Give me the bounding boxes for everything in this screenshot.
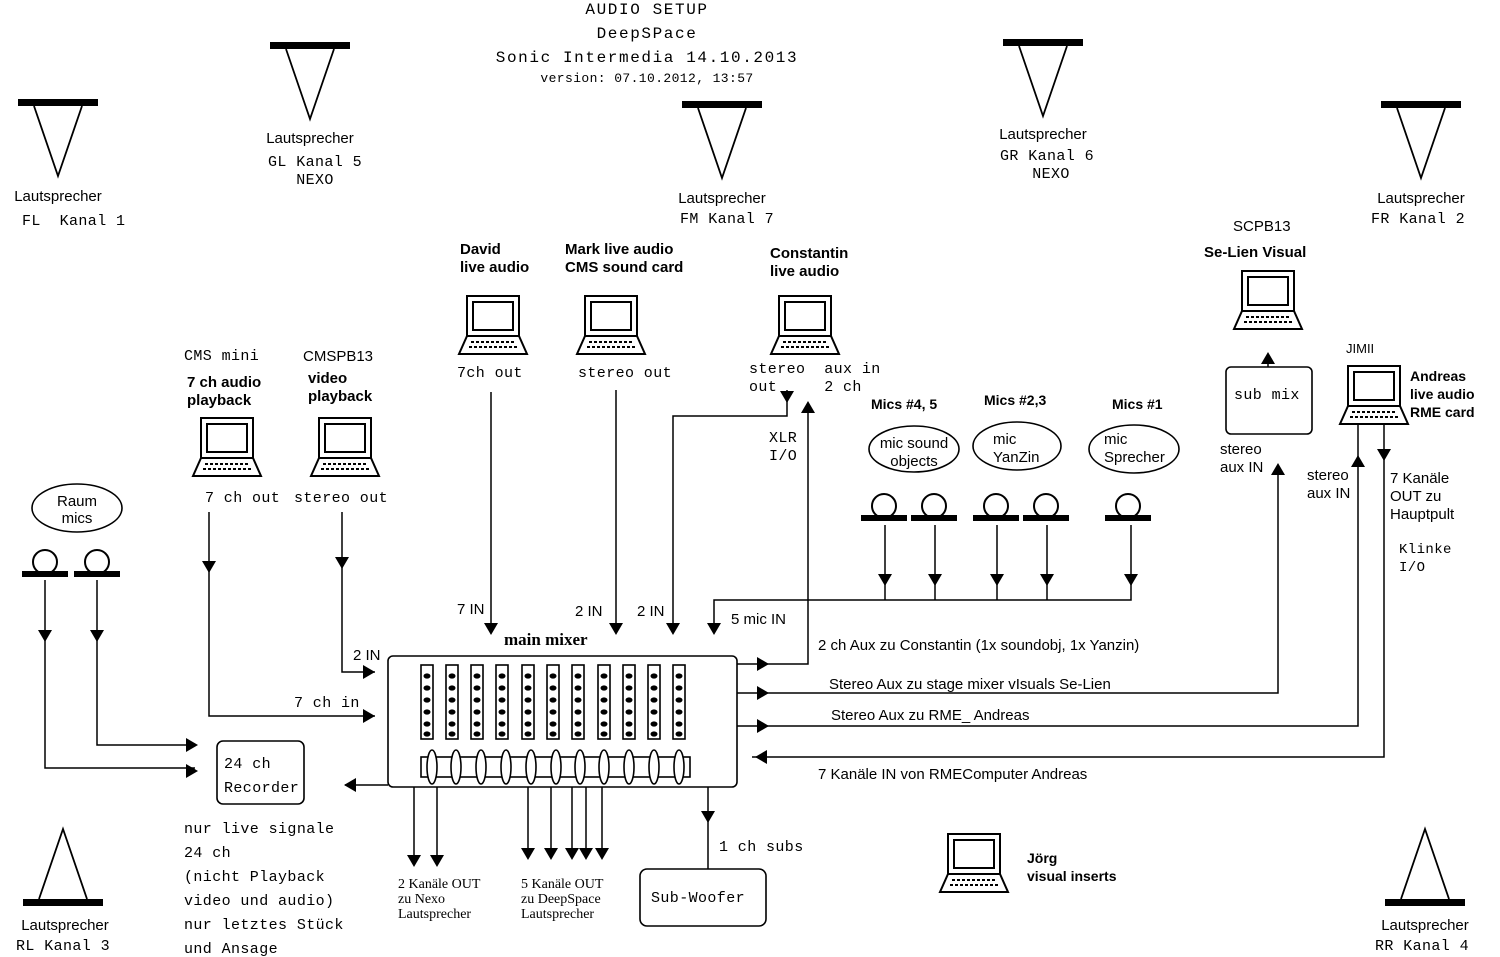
main-mixer-title: main mixer xyxy=(504,630,588,649)
mics-23-title: Mics #2,3 xyxy=(984,392,1047,408)
source-cms-mini-name: 7 ch audio playback xyxy=(187,374,262,409)
raum-mic-2-icon xyxy=(73,549,121,578)
laptop-cmspb13-icon xyxy=(310,417,380,477)
raum-mic-1-icon xyxy=(21,549,69,578)
source-constantin-xlr: XLR I/O xyxy=(769,430,798,465)
speaker-fl-name: Lautsprecher xyxy=(14,188,102,205)
title-line-2: DeepSPace xyxy=(596,25,698,43)
mixer-in-7: 7 IN xyxy=(457,601,485,618)
mixer-in-2-mark: 2 IN xyxy=(575,603,603,620)
mixer-in-2-video: 2 IN xyxy=(353,647,381,664)
laptop-david-icon xyxy=(458,295,528,355)
laptop-constantin-icon xyxy=(770,295,840,355)
speaker-fr-channel: FR Kanal 2 xyxy=(1370,211,1466,228)
mics-23-ellipse xyxy=(972,421,1062,471)
source-constantin-name: Constantin live audio xyxy=(770,245,849,280)
mics-1-ellipse xyxy=(1088,424,1180,474)
speaker-rl-channel: RL Kanal 3 xyxy=(15,938,111,955)
title-line-3: Sonic Intermedia 14.10.2013 xyxy=(495,49,799,67)
source-mark-name: Mark live audio CMS sound card xyxy=(565,241,684,276)
mic-2-icon xyxy=(972,493,1020,522)
speaker-gr-brand: NEXO xyxy=(1032,166,1070,183)
source-jimii-out: 7 Kanäle OUT zu Hauptpult xyxy=(1390,470,1455,523)
speaker-gr-name: Lautsprecher xyxy=(999,126,1087,143)
speaker-fl-channel: FL Kanal 1 xyxy=(22,213,126,230)
mic-1-icon xyxy=(1104,493,1152,522)
recorder-label: 24 ch Recorder xyxy=(224,756,300,797)
recorder-note: nur live signale 24 ch (nicht Playback v… xyxy=(184,821,344,957)
mics-1-desc: mic Sprecher xyxy=(1104,431,1165,466)
source-scpb13-name: Se-Lien Visual xyxy=(1204,244,1307,261)
laptop-joerg-icon xyxy=(939,833,1009,893)
mixer-in-2-constantin: 2 IN xyxy=(637,603,665,620)
subwoofer-label: Sub-Woofer xyxy=(651,890,746,907)
source-cmspb13-name: video playback xyxy=(308,370,373,405)
mixer-in-5-mic: 5 mic IN xyxy=(731,611,787,628)
mixer-out-subs: 1 ch subs xyxy=(719,839,804,856)
source-scpb13-in: stereo aux IN xyxy=(1220,441,1264,476)
source-jimii-in: stereo aux IN xyxy=(1307,467,1351,502)
speaker-rr-channel: RR Kanal 4 xyxy=(1374,938,1470,955)
laptop-jimii-icon xyxy=(1339,365,1409,425)
source-joerg-name: Jörg visual inserts xyxy=(1027,850,1117,884)
mics-45-ellipse xyxy=(868,425,960,473)
speaker-fm-channel: FM Kanal 7 xyxy=(679,211,775,228)
mixer-in-7ch: 7 ch in xyxy=(294,695,360,712)
subwoofer-box xyxy=(639,868,767,927)
source-cmspb13-label: CMSPB13 xyxy=(303,348,374,365)
source-david-out: 7ch out xyxy=(457,365,523,382)
mixer-faders xyxy=(420,664,691,785)
raum-mics-ellipse xyxy=(31,483,123,533)
mixer-out-aux-andreas: Stereo Aux zu RME_ Andreas xyxy=(831,707,1030,724)
speaker-fr-icon xyxy=(1380,100,1462,179)
source-scpb13-label: SCPB13 xyxy=(1233,218,1291,235)
speaker-gl-icon xyxy=(269,41,351,120)
speaker-gl-channel: GL Kanal 5 xyxy=(267,154,363,171)
speaker-fl-icon xyxy=(17,98,99,177)
speaker-rr-icon xyxy=(1384,828,1466,907)
speaker-gr-channel: GR Kanal 6 xyxy=(999,148,1095,165)
laptop-mark-icon xyxy=(576,295,646,355)
laptop-cms-mini-icon xyxy=(192,417,262,477)
speaker-rr-name: Lautsprecher xyxy=(1381,917,1469,934)
mixer-out-deepspace: 5 Kanäle OUT zu DeepSpace Lautsprecher xyxy=(521,877,604,922)
speaker-gl-brand: NEXO xyxy=(296,172,334,189)
source-constantin-out: stereo aux in out 2 ch xyxy=(749,361,881,396)
mic-5-icon xyxy=(910,493,958,522)
speaker-fm-name: Lautsprecher xyxy=(678,190,766,207)
title-version: version: 07.10.2012, 13:57 xyxy=(540,71,754,86)
mics-45-title: Mics #4, 5 xyxy=(871,396,938,412)
mic-4-icon xyxy=(860,493,908,522)
mics-1-title: Mics #1 xyxy=(1112,396,1163,412)
submix-box xyxy=(1225,366,1313,435)
recorder-box xyxy=(216,740,305,805)
source-jimii-name: Andreas live audio RME card xyxy=(1410,368,1475,420)
laptop-scpb13-icon xyxy=(1233,270,1303,330)
source-david-name: David live audio xyxy=(460,241,530,276)
mixer-out-aux-constantin: 2 ch Aux zu Constantin (1x soundobj, 1x … xyxy=(818,637,1140,654)
speaker-rl-icon xyxy=(22,828,104,907)
title-line-1: AUDIO SETUP xyxy=(585,1,709,19)
speaker-fr-name: Lautsprecher xyxy=(1377,190,1465,207)
mixer-out-aux-selien: Stereo Aux zu stage mixer vIsuals Se-Lie… xyxy=(829,676,1111,693)
speaker-fm-icon xyxy=(681,100,763,179)
source-jimii-label: JIMII xyxy=(1346,341,1375,356)
mic-3-icon xyxy=(1022,493,1070,522)
raum-mics-label: Raum mics xyxy=(56,493,98,527)
source-cmspb13-out: stereo out xyxy=(294,490,389,507)
submix-label: sub mix xyxy=(1234,387,1300,404)
mics-23-desc: mic YanZin xyxy=(993,431,1040,466)
speaker-rl-name: Lautsprecher xyxy=(21,917,109,934)
mixer-in-rme: 7 Kanäle IN von RMEComputer Andreas xyxy=(818,766,1088,783)
speaker-gl-name: Lautsprecher xyxy=(266,130,354,147)
source-mark-out: stereo out xyxy=(578,365,673,382)
mics-45-desc: mic sound objects xyxy=(879,435,949,470)
source-cms-mini-label: CMS mini xyxy=(184,348,260,365)
speaker-gr-icon xyxy=(1002,38,1084,117)
source-cms-mini-out: 7 ch out xyxy=(205,490,281,507)
source-jimii-klinke: Klinke I/O xyxy=(1399,542,1452,576)
mixer-out-nexo: 2 Kanäle OUT zu Nexo Lautsprecher xyxy=(398,877,481,922)
